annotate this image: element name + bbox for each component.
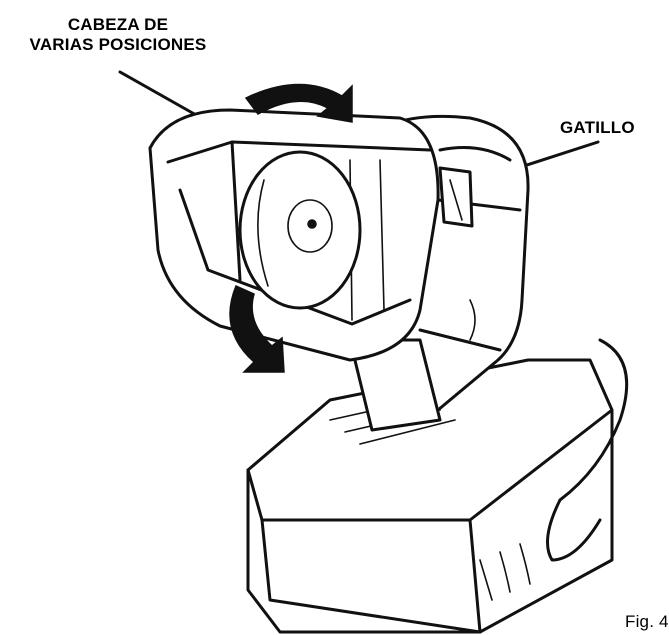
- rotation-arrow-top: [244, 83, 353, 123]
- figure-number: Fig. 4: [625, 612, 669, 631]
- rotation-arrow-bottom: [229, 285, 285, 373]
- head-label-line1: CABEZA DE: [67, 15, 169, 34]
- trigger-callout-label: GATILLO: [560, 118, 635, 137]
- trigger: [438, 166, 474, 228]
- wrist-lanyard: [546, 338, 629, 562]
- lens-reflector: [238, 150, 362, 310]
- head-callout-label: CABEZA DE VARIAS POSICIONES: [0, 15, 236, 55]
- head-label-line2: VARIAS POSICIONES: [29, 35, 207, 54]
- battery-pack: [246, 358, 614, 634]
